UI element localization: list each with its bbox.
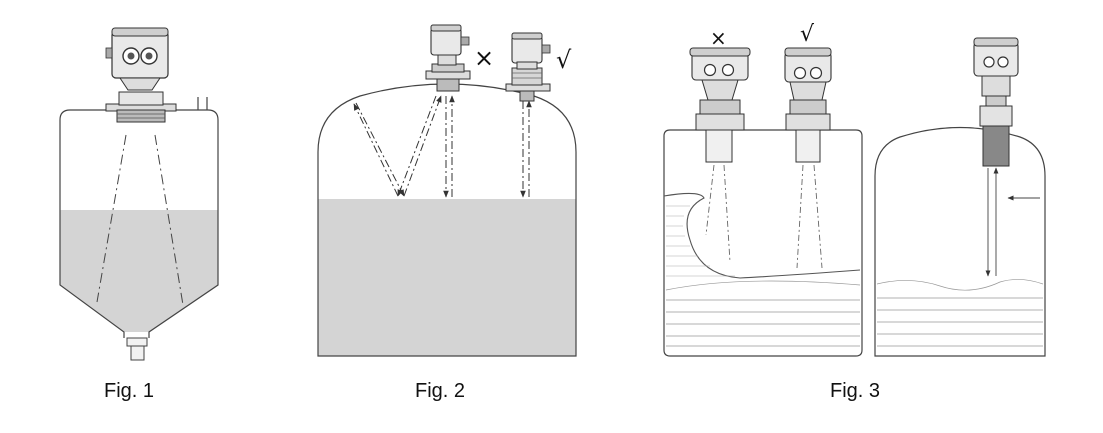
fig1-tank	[59, 109, 219, 338]
fig2-wrong-mark: ×	[474, 44, 495, 72]
fig3-left-tank	[663, 129, 863, 357]
fig3-diagram	[663, 37, 1046, 357]
fig2-liquid	[318, 199, 576, 356]
fig3-sensor-right-icon	[784, 47, 832, 163]
fig2-right-mark: √	[556, 46, 572, 74]
fig3-right-tank	[874, 126, 1046, 357]
fig1-sensor-icon	[105, 27, 169, 123]
fig1-diagram	[59, 27, 219, 361]
fig3-sensor-pipe-icon	[973, 37, 1019, 167]
fig1-caption: Fig. 1	[104, 380, 155, 402]
fig3-sediment	[663, 192, 861, 279]
fig2-sensor-right-icon	[505, 32, 551, 102]
fig3-sensor-wrong-icon	[689, 47, 751, 163]
fig1-liquid	[60, 210, 218, 332]
fig2-diagram	[317, 24, 577, 357]
fig3-right-mark: √	[800, 22, 815, 47]
fig2-sensor-wrong-icon	[425, 24, 471, 92]
fig3-caption: Fig. 3	[830, 380, 881, 402]
fig3-wrong-mark: ×	[710, 26, 727, 50]
fig2-caption: Fig. 2	[415, 380, 466, 402]
